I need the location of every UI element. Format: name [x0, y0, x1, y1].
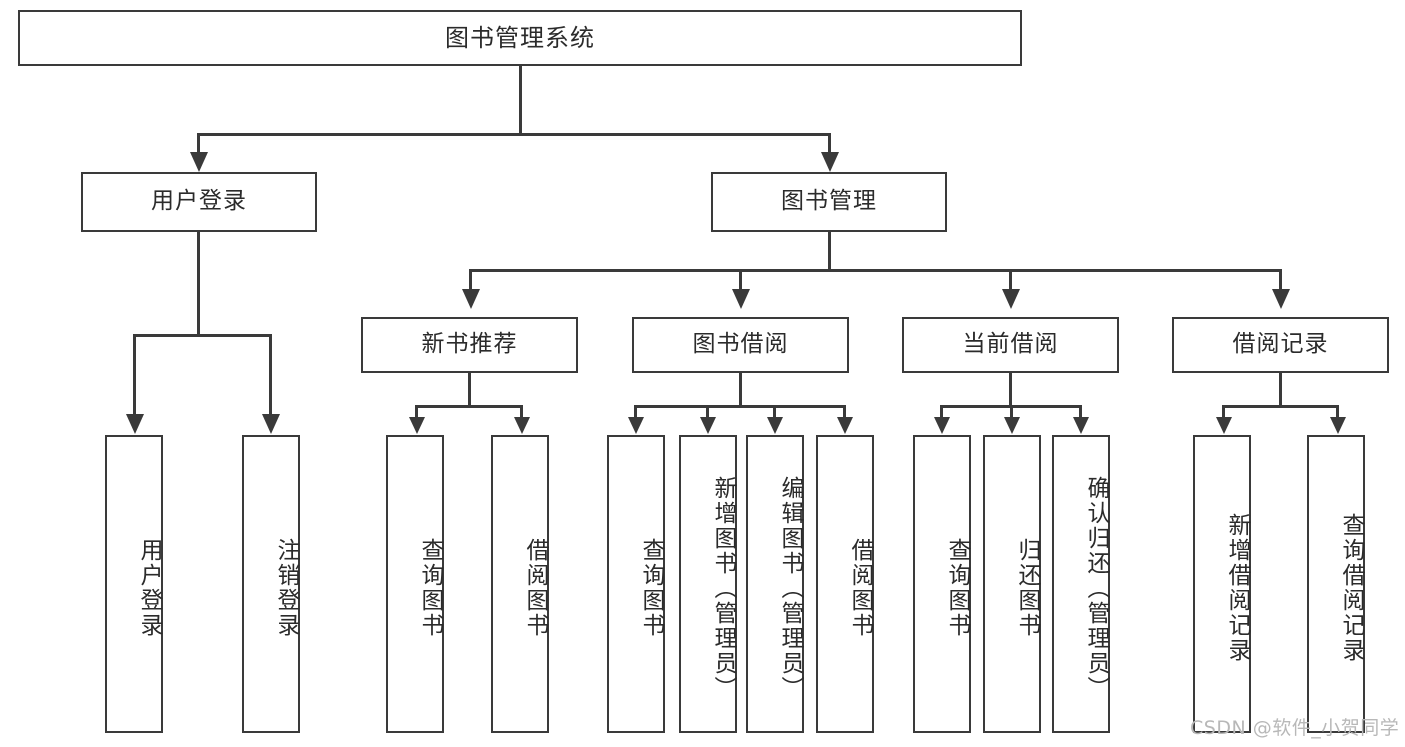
connector-drop-br-leaf-2	[1336, 405, 1339, 419]
leaf-label: 新增图书（管理员）	[710, 475, 736, 701]
connector-drop-level3-1	[469, 269, 472, 291]
leaf-label: 查询图书	[638, 538, 664, 638]
node-root-book-management-system[interactable]: 图书管理系统	[18, 10, 1022, 66]
connector-drop-level3-3	[1009, 269, 1012, 291]
connector-drop-br-leaf-1	[1222, 405, 1225, 419]
leaf-label: 编辑图书（管理员）	[777, 475, 803, 701]
connector-level2-bus	[197, 133, 831, 136]
arrow-to-bb-leaf-4	[836, 417, 853, 434]
leaf-borrow-record-2[interactable]: 查询借阅记录	[1307, 435, 1365, 733]
arrow-to-user-login-leaf-1	[125, 414, 144, 434]
arrow-to-book-borrow	[731, 289, 750, 309]
leaf-label: 借阅图书	[847, 538, 873, 638]
leaf-borrow-record-1[interactable]: 新增借阅记录	[1193, 435, 1251, 733]
connector-drop-bb-leaf-4	[843, 405, 846, 419]
leaf-label: 归还图书	[1014, 538, 1040, 638]
connector-drop-cb-leaf-2	[1010, 405, 1013, 419]
connector-drop-nbr-leaf-1	[415, 405, 418, 419]
leaf-user-login-1[interactable]: 用户登录	[105, 435, 163, 733]
arrow-to-nbr-leaf-2	[513, 417, 530, 434]
connector-new-book-recommend-bus	[415, 405, 523, 408]
leaf-new-book-recommend-1[interactable]: 查询图书	[386, 435, 444, 733]
connector-drop-cb-leaf-1	[940, 405, 943, 419]
connector-drop-bb-leaf-2	[706, 405, 709, 419]
leaf-label: 新增借阅记录	[1224, 513, 1250, 663]
connector-book-borrow-stem	[739, 373, 742, 407]
connector-drop-nbr-leaf-2	[520, 405, 523, 419]
leaf-label: 确认归还（管理员）	[1083, 475, 1109, 701]
connector-book-management-stem	[828, 232, 831, 271]
node-label: 图书借阅	[692, 331, 789, 358]
connector-drop-bb-leaf-1	[634, 405, 637, 419]
arrow-to-br-leaf-2	[1329, 417, 1346, 434]
leaf-new-book-recommend-2[interactable]: 借阅图书	[491, 435, 549, 733]
leaf-current-borrow-2[interactable]: 归还图书	[983, 435, 1041, 733]
leaf-label: 用户登录	[136, 538, 162, 638]
arrow-to-br-leaf-1	[1215, 417, 1232, 434]
leaf-current-borrow-3[interactable]: 确认归还（管理员）	[1052, 435, 1110, 733]
arrow-to-cb-leaf-1	[933, 417, 950, 434]
node-book-borrow[interactable]: 图书借阅	[632, 317, 849, 373]
connector-drop-level3-4	[1279, 269, 1282, 291]
node-label: 用户登录	[151, 188, 247, 215]
node-user-login[interactable]: 用户登录	[81, 172, 317, 232]
leaf-label: 查询图书	[417, 538, 443, 638]
connector-borrow-record-stem	[1279, 373, 1282, 407]
node-label: 借阅记录	[1232, 331, 1329, 358]
arrow-to-borrow-record	[1271, 289, 1290, 309]
leaf-label: 查询借阅记录	[1338, 513, 1364, 663]
node-label: 图书管理	[781, 188, 877, 215]
leaf-current-borrow-1[interactable]: 查询图书	[913, 435, 971, 733]
csdn-watermark: CSDN @软件_小贺同学	[1190, 717, 1400, 739]
connector-new-book-recommend-stem	[468, 373, 471, 407]
arrow-to-cb-leaf-3	[1072, 417, 1089, 434]
connector-drop-user-login-leaf-2	[269, 334, 272, 416]
connector-current-borrow-stem	[1009, 373, 1012, 407]
connector-drop-user-login-leaf-1	[133, 334, 136, 416]
leaf-book-borrow-2[interactable]: 新增图书（管理员）	[679, 435, 737, 733]
leaf-book-borrow-4[interactable]: 借阅图书	[816, 435, 874, 733]
connector-borrow-record-bus	[1222, 405, 1339, 408]
node-new-book-recommend[interactable]: 新书推荐	[361, 317, 578, 373]
connector-user-login-bus	[133, 334, 271, 337]
leaf-label: 注销登录	[273, 538, 299, 638]
arrow-to-bb-leaf-2	[699, 417, 716, 434]
arrow-to-bb-leaf-3	[766, 417, 783, 434]
connector-level3-bus	[469, 269, 1281, 272]
connector-level2-drop-user-login	[197, 133, 200, 154]
leaf-book-borrow-3[interactable]: 编辑图书（管理员）	[746, 435, 804, 733]
leaf-user-login-2[interactable]: 注销登录	[242, 435, 300, 733]
node-label: 当前借阅	[962, 331, 1059, 358]
node-label: 新书推荐	[421, 331, 518, 358]
leaf-label: 查询图书	[944, 538, 970, 638]
node-current-borrow[interactable]: 当前借阅	[902, 317, 1119, 373]
arrow-to-book-management	[820, 152, 839, 172]
arrow-to-user-login	[189, 152, 208, 172]
connector-root-stem	[518, 66, 522, 134]
leaf-book-borrow-1[interactable]: 查询图书	[607, 435, 665, 733]
node-label: 图书管理系统	[445, 23, 595, 52]
connector-level2-drop-book-management	[828, 133, 831, 154]
connector-drop-level3-2	[739, 269, 742, 291]
arrow-to-new-book-recommend	[461, 289, 480, 309]
arrow-to-cb-leaf-2	[1003, 417, 1020, 434]
connector-user-login-stem	[197, 232, 200, 336]
connector-book-borrow-bus	[634, 405, 846, 408]
node-book-management[interactable]: 图书管理	[711, 172, 947, 232]
arrow-to-current-borrow	[1001, 289, 1020, 309]
leaf-label: 借阅图书	[522, 538, 548, 638]
arrow-to-user-login-leaf-2	[261, 414, 280, 434]
connector-drop-bb-leaf-3	[773, 405, 776, 419]
node-borrow-record[interactable]: 借阅记录	[1172, 317, 1389, 373]
arrow-to-bb-leaf-1	[627, 417, 644, 434]
arrow-to-nbr-leaf-1	[408, 417, 425, 434]
connector-drop-cb-leaf-3	[1079, 405, 1082, 419]
